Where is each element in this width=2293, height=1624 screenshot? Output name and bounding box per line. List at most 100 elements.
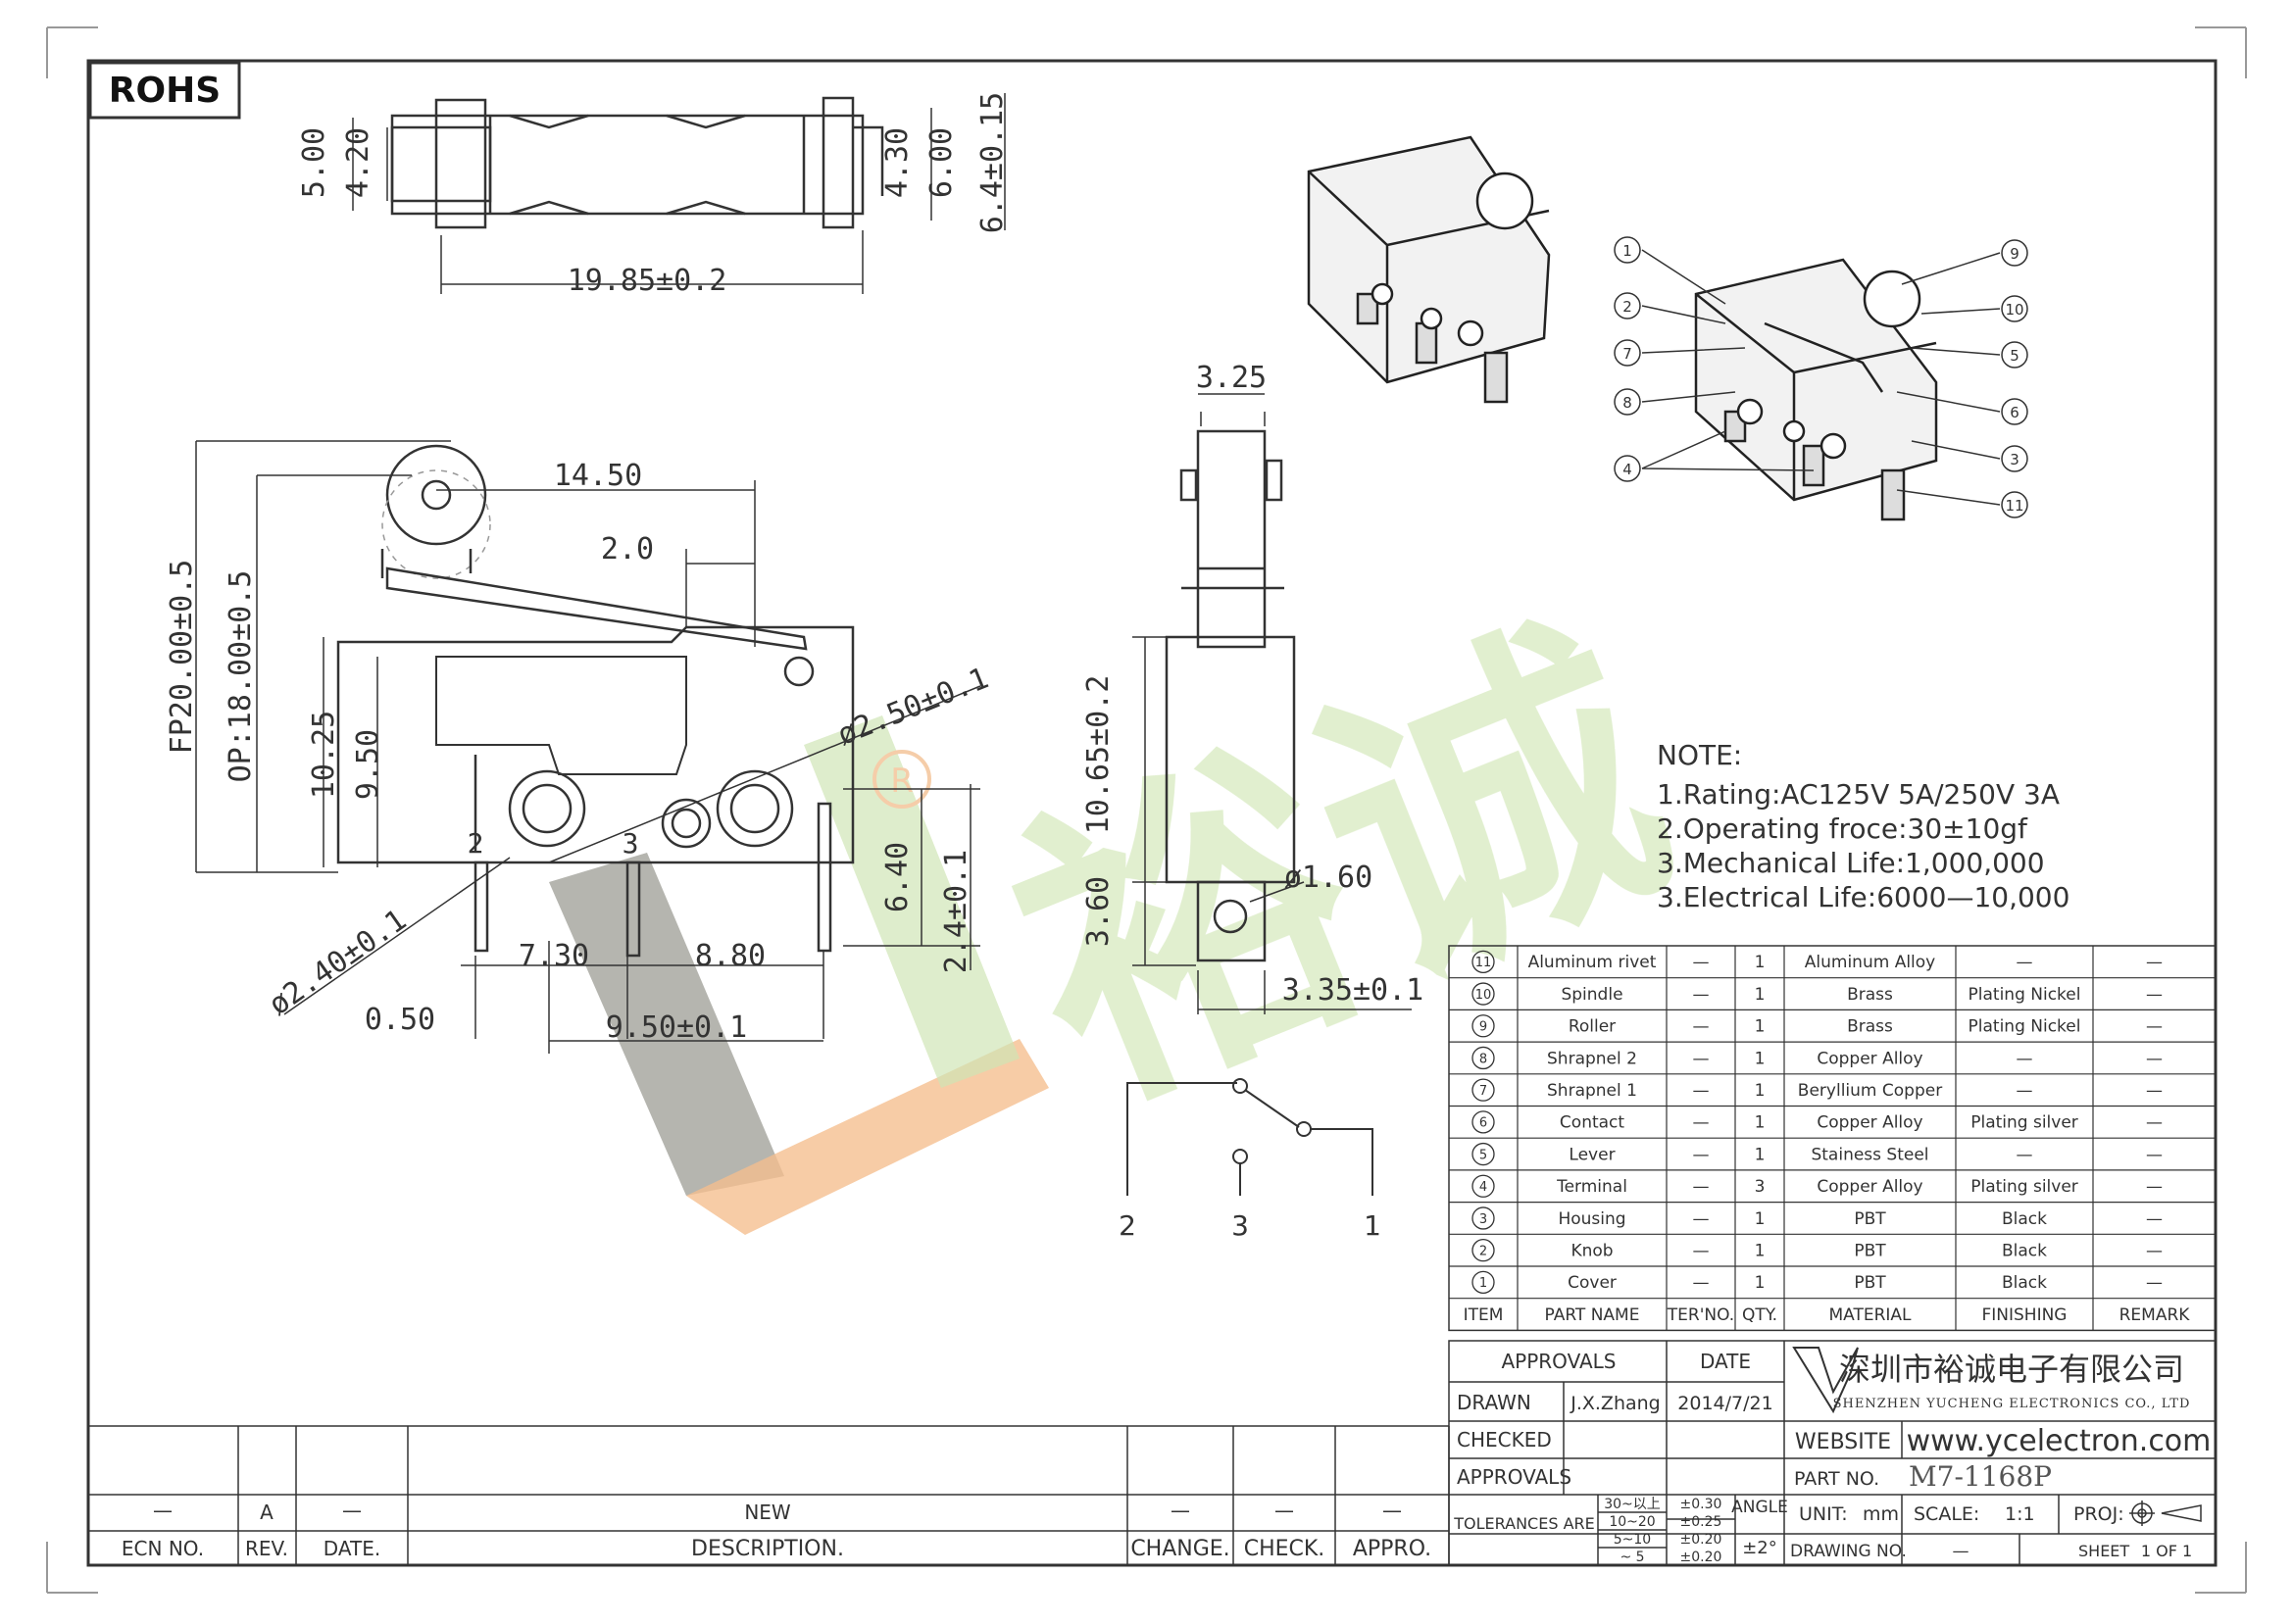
svg-text:TOLERANCES ARE: TOLERANCES ARE [1453, 1514, 1594, 1533]
note-line: 3.Electrical Life:6000—10,000 [1657, 881, 2069, 913]
svg-text:CHECK.: CHECK. [1244, 1537, 1325, 1561]
bom-cell-remark: — [2146, 1273, 2163, 1293]
part-number: M7-1168P [1909, 1460, 2052, 1493]
svg-text:6.40: 6.40 [880, 842, 915, 912]
bom-cell-material: Copper Alloy [1817, 1049, 1922, 1068]
svg-text:A: A [260, 1501, 274, 1524]
svg-text:1:1: 1:1 [2005, 1503, 2035, 1525]
bom-cell-name: Lever [1569, 1145, 1615, 1164]
revision-row: — A — NEW — — — [153, 1499, 1402, 1524]
note-line: 2.Operating froce:30±10gf [1657, 812, 2028, 845]
balloon-marker [2001, 341, 2028, 369]
svg-text:APPROVALS: APPROVALS [1457, 1465, 1571, 1489]
svg-text:ECN NO.: ECN NO. [122, 1537, 204, 1560]
bom-cell-name: Shrapnel 2 [1547, 1049, 1637, 1068]
svg-text:2: 2 [468, 827, 484, 860]
svg-text:9.50±0.1: 9.50±0.1 [606, 1010, 748, 1045]
svg-text:±0.20: ±0.20 [1680, 1532, 1722, 1548]
bom-cell-finish: — [2017, 953, 2033, 972]
svg-text:DESCRIPTION.: DESCRIPTION. [691, 1537, 844, 1561]
logo-v-grey [549, 853, 784, 1196]
bom-cell-qty: 1 [1755, 1145, 1766, 1164]
bom-cell-remark: — [2146, 1209, 2163, 1229]
company-name-en: SHENZHEN YUCHENG ELECTRONICS CO., LTD [1833, 1397, 2191, 1411]
balloon-marker [1614, 292, 1641, 320]
svg-text:DATE: DATE [1700, 1350, 1751, 1373]
bom-cell-finish: Plating Nickel [1969, 985, 2081, 1005]
balloon-label: 10 [2005, 301, 2023, 319]
bom-cell-name: Knob [1570, 1242, 1613, 1261]
bom-cell-finish: Plating Nickel [1969, 1017, 2081, 1037]
sheet-border [86, 59, 2218, 1567]
svg-text:6.00: 6.00 [924, 127, 959, 198]
svg-text:J.X.Zhang: J.X.Zhang [1570, 1393, 1661, 1414]
company-name-cn: 深圳市裕诚电子有限公司 [1839, 1351, 2184, 1388]
svg-text:4.30: 4.30 [880, 127, 915, 198]
svg-text:—: — [1171, 1499, 1190, 1522]
svg-text:DRAWING NO.: DRAWING NO. [1790, 1542, 1907, 1561]
bom-cell-ter: — [1693, 1049, 1710, 1068]
balloon-label: 2 [1622, 298, 1632, 316]
svg-text:WEBSITE: WEBSITE [1795, 1430, 1891, 1454]
svg-text:9.50: 9.50 [351, 729, 385, 800]
bom-cell-material: Brass [1847, 1017, 1893, 1037]
bom-header-cell: MATERIAL [1828, 1305, 1912, 1325]
svg-text:3.60: 3.60 [1081, 876, 1116, 947]
bom-item-number: 11 [1475, 956, 1492, 970]
bom-cell-finish: Black [2002, 1209, 2047, 1229]
svg-text:DATE.: DATE. [324, 1537, 380, 1560]
svg-text:10~20: 10~20 [1609, 1514, 1655, 1530]
balloon-marker [2001, 295, 2028, 322]
notes: NOTE: 1.Rating:AC125V 5A/250V 3A 2.Opera… [1657, 739, 2069, 913]
bom-cell-qty: 1 [1755, 1273, 1766, 1293]
bom-cell-finish: — [2017, 1081, 2033, 1101]
bom-cell-finish: — [2017, 1049, 2033, 1068]
bom-item-number: 9 [1479, 1020, 1487, 1035]
switch-schematic [1126, 1078, 1373, 1196]
rohs-label: ROHS [109, 71, 221, 111]
bom-item-number: 6 [1479, 1116, 1487, 1131]
bom-cell-qty: 1 [1755, 1081, 1766, 1101]
bom-cell-finish: Plating silver [1970, 1113, 2078, 1133]
balloon-label: 4 [1622, 461, 1632, 478]
bom-cell-finish: — [2017, 1145, 2033, 1164]
svg-text:14.50: 14.50 [554, 459, 642, 493]
svg-text:0.50: 0.50 [365, 1003, 435, 1037]
bom-cell-material: PBT [1854, 1273, 1886, 1293]
svg-text:ANGLE: ANGLE [1731, 1498, 1788, 1517]
svg-text:2014/7/21: 2014/7/21 [1677, 1393, 1772, 1414]
svg-text:~ 5: ~ 5 [1620, 1550, 1644, 1565]
registered-mark: R [890, 762, 914, 801]
svg-text:±0.20: ±0.20 [1680, 1550, 1722, 1565]
bom-cell-qty: 1 [1755, 1113, 1766, 1133]
bom-cell-ter: — [1693, 985, 1710, 1005]
website-link[interactable]: www.ycelectron.com [1907, 1424, 2212, 1458]
bom-cell-remark: — [2146, 1177, 2163, 1197]
bom-cell-remark: — [2146, 1242, 2163, 1261]
revision-block: — A — NEW — — — ECN NO. REV. DATE. DESCR… [88, 1425, 1450, 1565]
registered-mark-circle [872, 750, 931, 809]
svg-text:APPRO.: APPRO. [1353, 1537, 1431, 1561]
bom-cell-ter: — [1693, 1177, 1710, 1197]
svg-text:—: — [1274, 1499, 1294, 1522]
svg-text:DRAWN: DRAWN [1457, 1391, 1531, 1414]
bom-cell-ter: — [1693, 1273, 1710, 1293]
bom-cell-remark: — [2146, 985, 2163, 1005]
bom-cell-name: Housing [1558, 1209, 1625, 1229]
bom-cell-material: Aluminum Alloy [1805, 953, 1935, 972]
svg-text:FP20.00±0.5: FP20.00±0.5 [165, 560, 199, 755]
bom-cell-ter: — [1693, 1145, 1710, 1164]
rohs-box [88, 61, 241, 120]
note-line: 1.Rating:AC125V 5A/250V 3A [1657, 778, 2060, 811]
bom-header-cell: TER'NO. [1667, 1305, 1734, 1325]
balloon-label: 9 [2010, 245, 2019, 263]
balloon-label: 11 [2005, 497, 2023, 515]
logo-v-orange [686, 1039, 1049, 1235]
bom-item-number: 4 [1479, 1180, 1487, 1195]
